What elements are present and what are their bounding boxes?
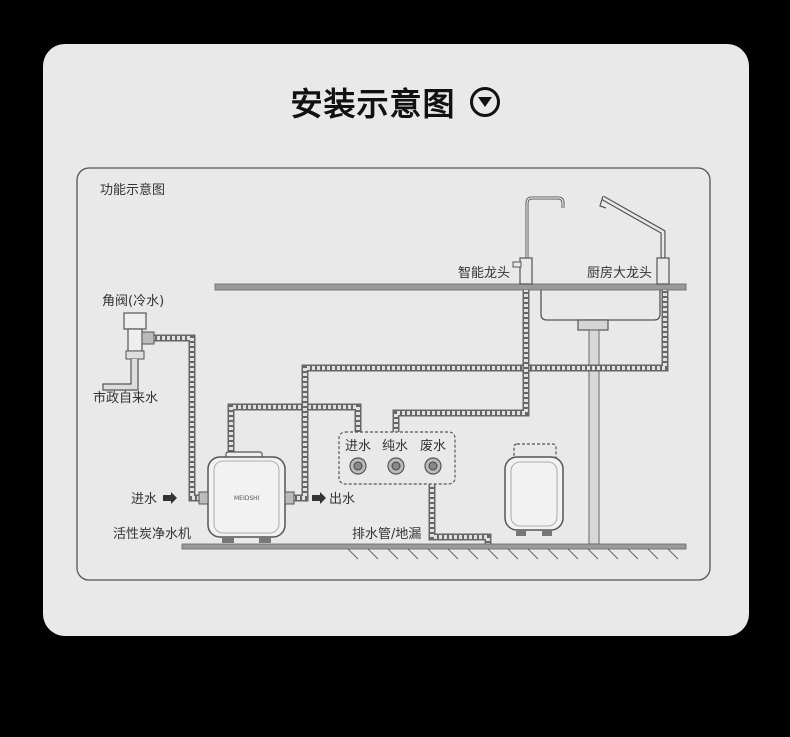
floor	[181, 543, 687, 560]
sink-drain	[577, 319, 609, 331]
title-row: 安装示意图	[0, 80, 790, 124]
angle-valve-label: 角阀(冷水)	[102, 294, 164, 309]
drain-label: 排水管/地漏	[352, 526, 421, 542]
carbon-purifier-label: 活性炭净水机	[113, 527, 191, 542]
water-in-left-label: 进水	[131, 492, 157, 507]
port-in-icon	[349, 457, 367, 475]
countertop	[214, 283, 687, 291]
chevron-down-circle-icon	[469, 87, 500, 117]
smart-faucet	[512, 196, 565, 285]
water-out-arrow-icon	[312, 492, 326, 504]
ro-filter-unit	[504, 443, 564, 536]
port-panel	[338, 431, 456, 485]
port-in-label: 进水	[345, 439, 371, 454]
purifier-brand: MEIDSHI	[234, 495, 260, 502]
page-title: 安装示意图	[290, 85, 456, 123]
panel-label: 功能示意图	[100, 182, 165, 198]
kitchen-faucet-label: 厨房大龙头	[587, 265, 652, 281]
port-pure-label: 纯水	[382, 439, 408, 454]
kitchen-faucet	[599, 195, 670, 285]
city-water-label: 市政自来水	[93, 390, 158, 406]
port-pure-icon	[387, 457, 405, 475]
sink-basin	[540, 290, 661, 321]
smart-faucet-label: 智能龙头	[458, 266, 510, 281]
port-waste-label: 废水	[420, 438, 446, 454]
sink-drain-pipe	[588, 329, 600, 545]
carbon-purifier: MEIDSHI	[198, 451, 295, 543]
water-out-label: 出水	[329, 492, 355, 507]
port-waste-icon	[424, 457, 442, 475]
diagram-panel	[76, 167, 711, 581]
hose-network	[152, 290, 669, 546]
water-in-arrow-icon	[163, 492, 177, 504]
angle-valve	[102, 312, 155, 391]
